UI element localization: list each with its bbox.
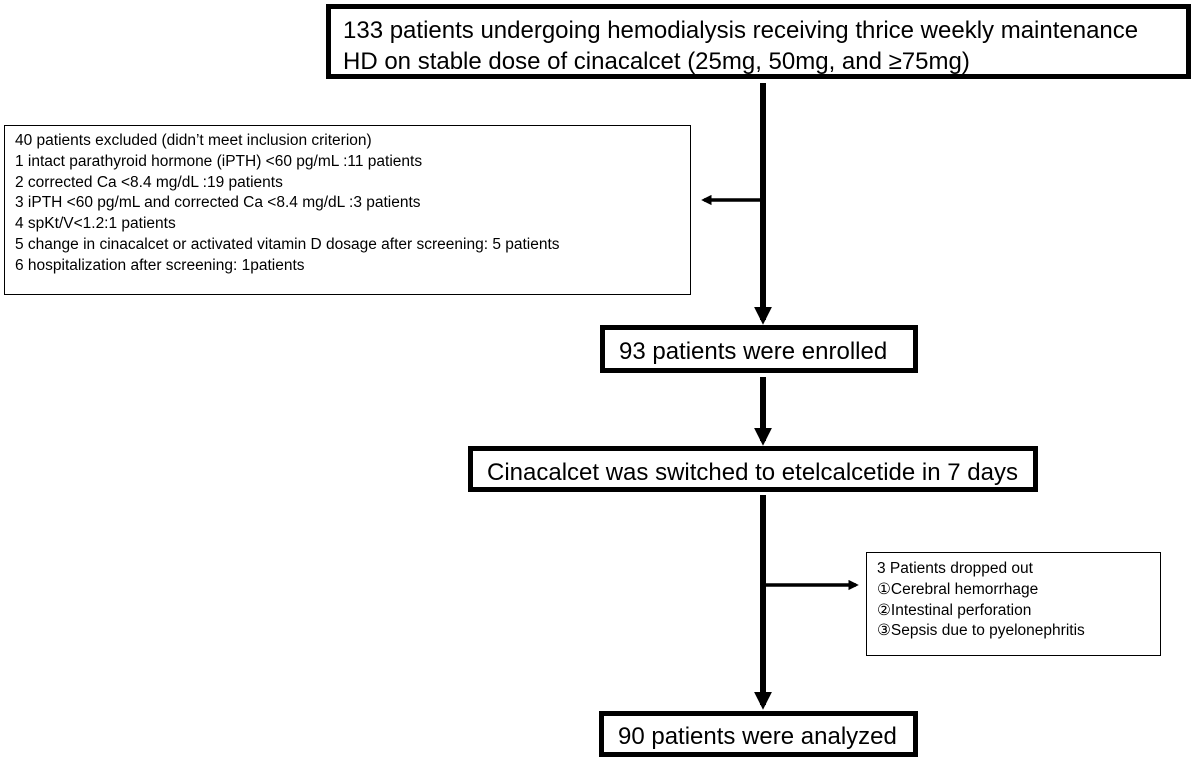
analyzed-text: 90 patients were analyzed: [618, 723, 897, 750]
enrolled-box: 93 patients were enrolled: [600, 325, 918, 373]
dropout-item-3: ③Sepsis due to pyelonephritis: [877, 622, 1085, 640]
screening-box: 133 patients undergoing hemodialysis rec…: [326, 4, 1191, 79]
exclusion-item-5: 5 change in cinacalcet or activated vita…: [15, 235, 560, 253]
exclusion-item-3: 3 iPTH <60 pg/mL and corrected Ca <8.4 m…: [15, 194, 421, 212]
analyzed-box: 90 patients were analyzed: [599, 711, 918, 757]
switch-text: Cinacalcet was switched to etelcalcetide…: [487, 459, 1018, 486]
dropout-item-2: ②Intestinal perforation: [877, 601, 1032, 619]
exclusion-item-1: 1 intact parathyroid hormone (iPTH) <60 …: [15, 152, 423, 170]
dropout-item-1: ①Cerebral hemorrhage: [877, 580, 1039, 598]
dropout-box: 3 Patients dropped out ①Cerebral hemorrh…: [866, 552, 1161, 656]
dropout-header: 3 Patients dropped out: [877, 560, 1033, 577]
exclusion-item-2: 2 corrected Ca <8.4 mg/dL :19 patients: [15, 173, 283, 191]
exclusion-item-4: 4 spKt/V<1.2:1 patients: [15, 215, 176, 233]
enrolled-text: 93 patients were enrolled: [619, 338, 888, 365]
screening-line-1: 133 patients undergoing hemodialysis rec…: [343, 17, 1139, 44]
switch-box: Cinacalcet was switched to etelcalcetide…: [468, 446, 1038, 492]
screening-line-2: HD on stable dose of cinacalcet (25mg, 5…: [343, 48, 970, 76]
exclusion-header: 40 patients excluded (didn’t meet inclus…: [15, 132, 372, 149]
exclusion-box: 40 patients excluded (didn’t meet inclus…: [4, 125, 691, 295]
exclusion-item-6: 6 hospitalization after screening: 1pati…: [15, 256, 305, 274]
